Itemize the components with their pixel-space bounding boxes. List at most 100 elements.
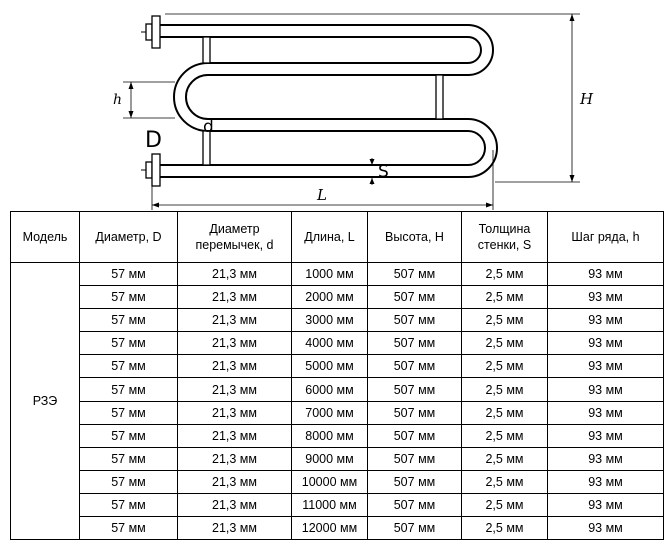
- cell-row-pitch: 93 мм: [547, 377, 664, 402]
- cell-jumper-diameter: 21,3 мм: [177, 423, 292, 448]
- header-wall-thickness: Толщина стенки, S: [461, 211, 548, 263]
- cell-wall-thickness: 2,5 мм: [461, 354, 548, 379]
- cell-row-pitch: 93 мм: [547, 308, 664, 333]
- jumper-middle: [435, 74, 444, 120]
- header-row: Модель Диаметр, D Диаметр перемычек, d Д…: [10, 211, 664, 263]
- dimension-h: h: [113, 81, 175, 119]
- cell-row-pitch: 93 мм: [547, 261, 664, 287]
- cell-height: 507 мм: [367, 377, 462, 402]
- cell-diameter: 57 мм: [79, 285, 178, 310]
- cell-wall-thickness: 2,5 мм: [461, 516, 548, 540]
- cell-diameter: 57 мм: [79, 423, 178, 448]
- cell-row-pitch: 93 мм: [547, 423, 664, 448]
- label-H: H: [579, 90, 594, 108]
- cell-row-pitch: 93 мм: [547, 354, 664, 379]
- cell-wall-thickness: 2,5 мм: [461, 285, 548, 310]
- header-jumper-diameter: Диаметр перемычек, d: [177, 211, 292, 263]
- cell-wall-thickness: 2,5 мм: [461, 446, 548, 471]
- header-diameter: Диаметр, D: [79, 211, 178, 263]
- jumper-bottom: [202, 130, 211, 166]
- header-height: Высота, H: [367, 211, 462, 263]
- cell-height: 507 мм: [367, 354, 462, 379]
- cell-diameter: 57 мм: [79, 377, 178, 402]
- cell-length: 6000 мм: [291, 377, 368, 402]
- cell-row-pitch: 93 мм: [547, 446, 664, 471]
- jumper-top: [202, 36, 211, 64]
- cell-height: 507 мм: [367, 492, 462, 518]
- cell-row-pitch: 93 мм: [547, 469, 664, 494]
- cell-jumper-diameter: 21,3 мм: [177, 469, 292, 494]
- cell-length: 8000 мм: [291, 423, 368, 448]
- cell-diameter: 57 мм: [79, 516, 178, 540]
- cell-jumper-diameter: 21,3 мм: [177, 516, 292, 540]
- cell-row-pitch: 93 мм: [547, 331, 664, 356]
- cell-jumper-diameter: 21,3 мм: [177, 400, 292, 425]
- label-D: D: [145, 128, 162, 153]
- register-diagram: h D d S L H: [113, 13, 594, 210]
- cell-wall-thickness: 2,5 мм: [461, 308, 548, 333]
- cell-jumper-diameter: 21,3 мм: [177, 377, 292, 402]
- label-L: L: [316, 186, 327, 204]
- cell-height: 507 мм: [367, 446, 462, 471]
- cell-length: 5000 мм: [291, 354, 368, 379]
- header-row-pitch: Шаг ряда, h: [547, 211, 664, 263]
- cell-length: 4000 мм: [291, 331, 368, 356]
- cell-jumper-diameter: 21,3 мм: [177, 492, 292, 518]
- cell-wall-thickness: 2,5 мм: [461, 261, 548, 287]
- label-d: d: [203, 117, 214, 137]
- label-h: h: [113, 92, 122, 108]
- cell-jumper-diameter: 21,3 мм: [177, 446, 292, 471]
- table-body: РЗЭ 57 мм 21,3 мм 1000 мм 507 мм 2,5 мм …: [10, 261, 664, 540]
- cell-diameter: 57 мм: [79, 354, 178, 379]
- cell-height: 507 мм: [367, 331, 462, 356]
- table-row: РЗЭ 57 мм 21,3 мм 1000 мм 507 мм 2,5 мм …: [10, 261, 664, 540]
- dimension-s: S: [369, 158, 389, 185]
- cell-length: 3000 мм: [291, 308, 368, 333]
- cell-height: 507 мм: [367, 308, 462, 333]
- cell-diameter: 57 мм: [79, 400, 178, 425]
- cell-jumper-diameter: 21,3 мм: [177, 285, 292, 310]
- cell-wall-thickness: 2,5 мм: [461, 492, 548, 518]
- cell-row-pitch: 93 мм: [547, 285, 664, 310]
- cell-jumper-diameter: 21,3 мм: [177, 308, 292, 333]
- cell-wall-thickness: 2,5 мм: [461, 377, 548, 402]
- cell-length: 12000 мм: [291, 516, 368, 540]
- cell-diameter: 57 мм: [79, 446, 178, 471]
- cell-length: 1000 мм: [291, 261, 368, 287]
- cell-height: 507 мм: [367, 261, 462, 287]
- cell-height: 507 мм: [367, 423, 462, 448]
- cell-length: 7000 мм: [291, 400, 368, 425]
- model-cell: РЗЭ: [10, 261, 80, 540]
- inlet-fitting-top: [141, 15, 161, 49]
- cell-jumper-diameter: 21,3 мм: [177, 331, 292, 356]
- cell-wall-thickness: 2,5 мм: [461, 400, 548, 425]
- cell-length: 9000 мм: [291, 446, 368, 471]
- cell-height: 507 мм: [367, 469, 462, 494]
- cell-length: 2000 мм: [291, 285, 368, 310]
- cell-diameter: 57 мм: [79, 492, 178, 518]
- cell-diameter: 57 мм: [79, 331, 178, 356]
- outlet-fitting-bottom: [141, 153, 161, 187]
- dimension-l: L: [151, 150, 494, 210]
- cell-row-pitch: 93 мм: [547, 516, 664, 540]
- cell-diameter: 57 мм: [79, 308, 178, 333]
- cell-jumper-diameter: 21,3 мм: [177, 261, 292, 287]
- cell-diameter: 57 мм: [79, 261, 178, 287]
- dimension-H: H: [165, 13, 594, 183]
- cell-height: 507 мм: [367, 516, 462, 540]
- cell-length: 10000 мм: [291, 469, 368, 494]
- cell-row-pitch: 93 мм: [547, 492, 664, 518]
- cell-diameter: 57 мм: [79, 469, 178, 494]
- cell-jumper-diameter: 21,3 мм: [177, 354, 292, 379]
- cell-wall-thickness: 2,5 мм: [461, 469, 548, 494]
